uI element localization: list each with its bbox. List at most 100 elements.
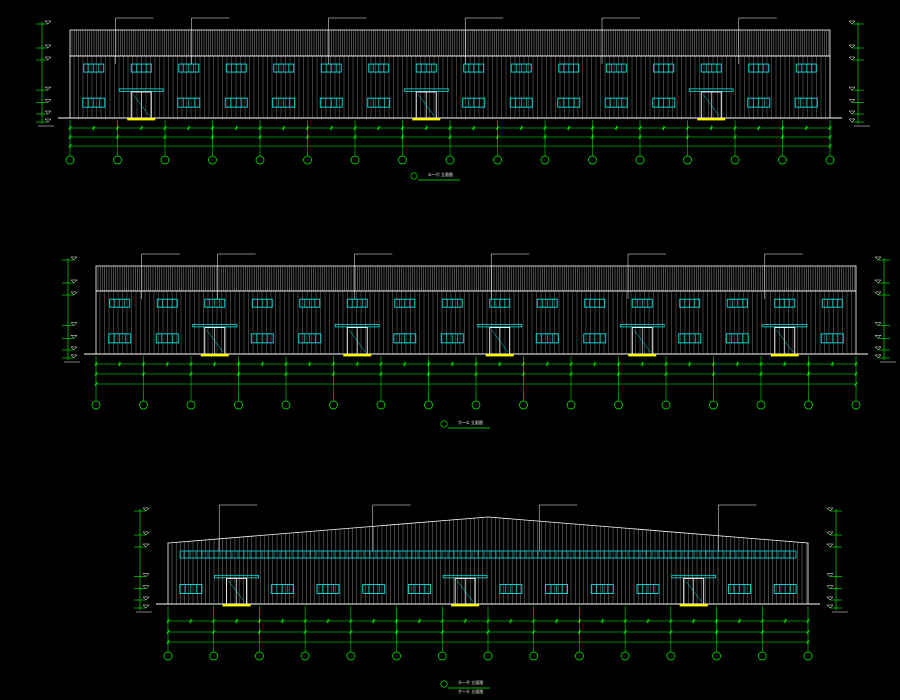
elevation-1-to-17: [36, 17, 870, 181]
level-marker: [826, 573, 834, 577]
door-canopy: [688, 88, 734, 92]
dimension-slash: [376, 126, 381, 130]
dimension-slash: [189, 619, 193, 623]
elevation-17-to-1: [62, 253, 896, 429]
dimension-slash: [234, 619, 239, 623]
elevation-2-title: ⑰～① 立面图: [458, 419, 483, 425]
axis-bubble: [712, 651, 721, 661]
dimension-slash: [756, 126, 761, 130]
axis-bubble: [493, 155, 502, 165]
dimension-slash: [592, 362, 597, 366]
dimension-slash: [646, 619, 650, 623]
dimension-slash: [519, 126, 524, 130]
dimension-slash: [280, 619, 285, 623]
axis-bubble: [756, 400, 766, 410]
door-diagonal: [703, 94, 720, 117]
axis-bubble: [234, 400, 243, 410]
dimension-slash: [165, 362, 170, 366]
dimension-slash: [830, 362, 835, 366]
level-marker: [142, 543, 150, 548]
door-ramp: [628, 354, 657, 357]
level-marker: [142, 531, 150, 536]
door-canopy: [403, 88, 449, 92]
axis-bubble: [635, 155, 645, 165]
level-marker: [142, 604, 150, 609]
axis-bubble: [208, 155, 217, 165]
axis-bubble: [683, 155, 692, 165]
axis-bubble: [471, 400, 481, 410]
axis-bubble: [186, 400, 196, 410]
axis-bubble: [329, 400, 338, 410]
level-marker: [874, 279, 882, 284]
axis-bubble: [730, 155, 740, 165]
axis-bubble: [778, 155, 787, 165]
door-ramp: [200, 354, 229, 357]
door-canopy: [192, 323, 238, 328]
level-marker: [826, 507, 834, 512]
level-marker: [848, 56, 856, 61]
dimension-slash: [804, 126, 809, 130]
door-diagonal: [776, 329, 793, 353]
level-marker: [826, 604, 834, 609]
door-ramp: [679, 604, 708, 607]
door-ramp: [485, 354, 514, 357]
level-marker: [142, 573, 150, 577]
axis-bubble: [661, 400, 671, 410]
axis-bubble: [804, 400, 813, 410]
dimension-slash: [497, 362, 502, 366]
axis-bubble: [376, 400, 386, 410]
level-marker: [70, 256, 78, 261]
level-marker: [848, 118, 856, 123]
door-ramp: [343, 354, 372, 357]
axis-bubble: [519, 400, 528, 410]
axis-bubble: [620, 651, 630, 661]
dimension-slash: [402, 362, 407, 366]
axis-bubble: [483, 651, 493, 661]
door-canopy: [214, 574, 259, 579]
axis-bubble: [424, 400, 433, 410]
level-marker: [874, 354, 882, 359]
axis-bubble: [529, 651, 539, 661]
dimension-slash: [281, 126, 286, 130]
axis-bubble: [825, 155, 835, 165]
axis-bubble: [588, 155, 597, 165]
level-marker: [848, 20, 856, 25]
door-ramp: [770, 354, 799, 357]
axis-bubble: [566, 400, 576, 410]
level-marker: [142, 596, 150, 601]
level-marker: [44, 44, 52, 49]
door-canopy: [619, 323, 665, 328]
axis-bubble: [209, 651, 219, 661]
dimension-slash: [640, 362, 645, 366]
roof-band: [95, 265, 857, 292]
door-canopy: [477, 323, 523, 328]
level-marker: [874, 256, 882, 261]
axis-bubble: [614, 400, 623, 410]
door-diagonal: [349, 329, 366, 353]
dimension-slash: [371, 619, 376, 623]
dimension-slash: [424, 126, 429, 130]
level-marker: [70, 346, 78, 351]
door-diagonal: [206, 329, 223, 353]
door-ramp: [451, 604, 480, 607]
axis-bubble: [163, 651, 173, 661]
dimension-slash: [709, 126, 714, 130]
dimension-slash: [600, 619, 605, 623]
dimension-slash: [509, 619, 513, 623]
door-ramp: [127, 118, 156, 121]
level-marker: [848, 110, 856, 115]
axis-bubble: [300, 651, 310, 661]
axis-bubble: [281, 400, 291, 410]
level-marker: [70, 354, 78, 359]
dimension-slash: [691, 619, 696, 623]
level-marker: [826, 543, 834, 548]
door-ramp: [697, 118, 726, 121]
dimension-slash: [471, 126, 476, 130]
axis-bubble: [398, 155, 407, 165]
dimension-slash: [117, 362, 122, 366]
dimension-slash: [91, 126, 96, 130]
dimension-slash: [783, 619, 787, 623]
axis-bubble: [65, 155, 75, 165]
door-diagonal: [456, 580, 474, 603]
